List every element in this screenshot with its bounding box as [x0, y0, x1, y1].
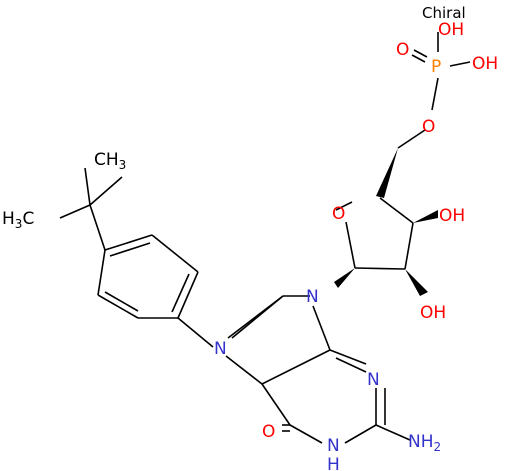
atom-o-ester: O	[422, 117, 435, 137]
bond-ar-3	[151, 234, 199, 273]
atom-o6: O	[262, 422, 275, 442]
bond-c4-n3-double	[335, 357, 367, 373]
bonds	[59, 32, 471, 444]
bond-n7-c5	[225, 355, 263, 385]
bond-c2-nh2	[375, 424, 411, 441]
atom-o-double: O	[396, 40, 409, 60]
bond-ar-6-inner	[104, 291, 139, 312]
ch3-left-subscript: 3	[15, 217, 23, 231]
bond-ar-2	[177, 271, 199, 319]
atom-labels: Chiral P O OH OH O O OH OH N N N O N H N…	[2, 4, 498, 471]
bond-n1-c6	[289, 424, 323, 444]
bond-p-oh-right	[449, 61, 471, 67]
atom-n3: N	[367, 370, 380, 390]
atom-oh-c3: OH	[439, 206, 465, 226]
bond-cq-me-left	[59, 204, 91, 219]
bond-n7-ch2	[177, 317, 214, 348]
atom-oh-right: OH	[472, 54, 498, 74]
bond-c2-n1	[344, 424, 377, 444]
bond-c4p-o4p	[335, 201, 353, 211]
bond-c8-n7	[231, 295, 284, 339]
wedge-c1p-n9	[334, 268, 355, 288]
bond-ar-2-inner	[171, 273, 190, 313]
bond-c4-n3	[329, 349, 367, 365]
atom-phosphorus: P	[431, 57, 441, 77]
bond-cq-me-right	[89, 176, 123, 206]
atom-h1: H	[327, 455, 340, 471]
wedge-c4p-c5p	[376, 148, 398, 198]
atom-nh2: NH2	[408, 432, 441, 454]
wedge-c3p-oh	[413, 210, 438, 223]
nh2-subscript: 2	[434, 440, 442, 454]
bond-ar-cq	[89, 204, 106, 251]
bond-p-o-ester	[431, 77, 439, 111]
chiral-flag: Chiral	[422, 4, 466, 22]
bond-n9-c4	[312, 305, 331, 351]
bond-p-o-double-b	[413, 49, 428, 58]
bond-ar-4-inner	[109, 242, 151, 257]
bond-c5-c4-b	[261, 349, 331, 385]
atom-n1: N	[327, 436, 340, 456]
atom-ch3-top: CH3	[94, 150, 126, 172]
wedge-c2p-oh	[405, 269, 428, 296]
atom-oh-c2: OH	[420, 303, 446, 323]
bond-c2p-c1p	[354, 267, 406, 270]
bond-o-c5prime	[397, 129, 426, 149]
bond-cq-me-top	[84, 167, 91, 206]
bond-ar-6	[97, 294, 139, 319]
stereo-bonds	[334, 148, 438, 296]
atom-n9: N	[306, 287, 319, 307]
bond-c3p-c2p	[404, 222, 414, 270]
ch3-top-label: CH	[94, 150, 119, 170]
bond-p-o-double-a	[411, 54, 426, 63]
ch3-top-subscript: 3	[119, 158, 127, 172]
bond-c4p-c3p	[379, 197, 414, 224]
atom-oh-top: OH	[438, 20, 464, 40]
atom-n7: N	[214, 339, 227, 359]
nh2-label: NH	[408, 432, 434, 452]
ch3-left-h: H	[2, 209, 15, 229]
bond-o4p-c1p	[345, 221, 356, 269]
atom-ch3-left: H3C	[2, 209, 34, 231]
bond-c6-c5	[261, 383, 291, 426]
bond-ar-5	[97, 249, 106, 296]
atom-o-ring: O	[332, 204, 345, 224]
ch3-left-c: C	[22, 209, 34, 229]
bond-ar-4	[104, 234, 153, 251]
